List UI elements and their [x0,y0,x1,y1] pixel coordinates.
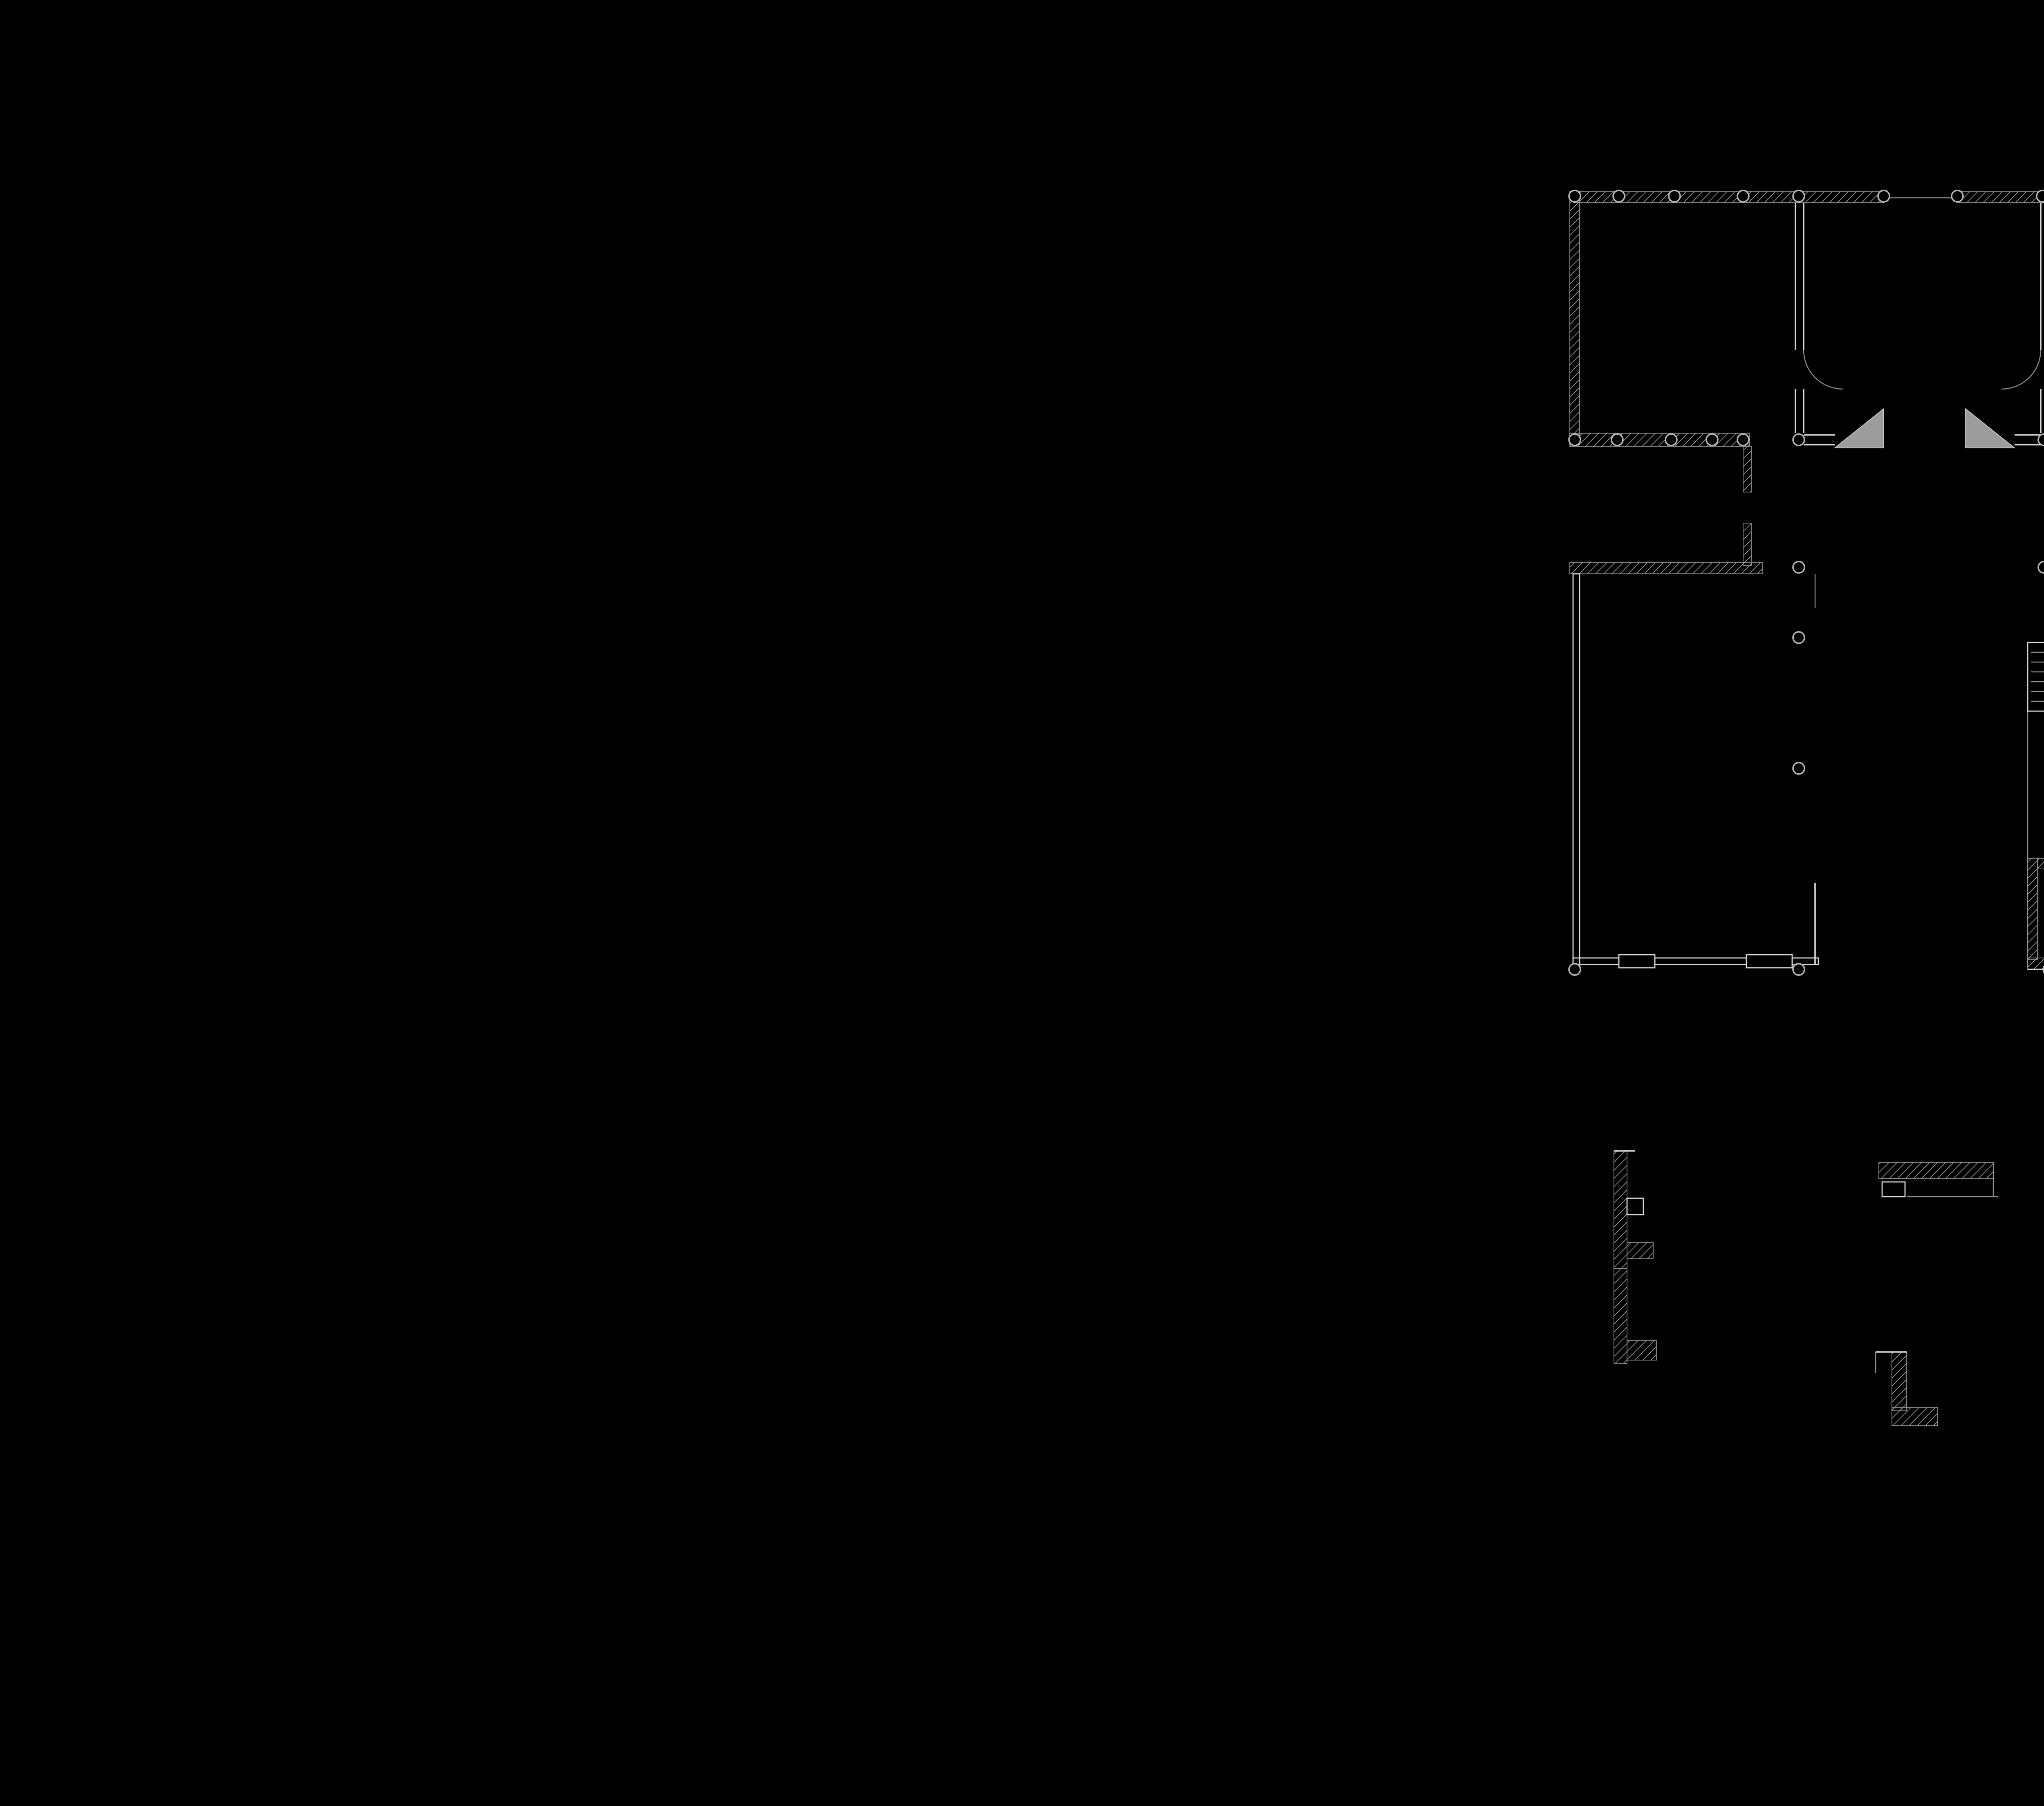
grid-bubbles [1568,190,2044,976]
wall-segment [1743,523,1752,566]
wall-fragment-d [1875,1351,1938,1426]
hatched-walls [1569,191,2044,970]
main-floor-plan [1568,190,2044,976]
wall-segment [1957,191,2044,203]
stair-shaft [2027,642,2044,712]
wall-segment [1569,562,1763,574]
wall-fragment-a [1614,1150,1657,1364]
wall-segment [2037,858,2044,868]
wall-fragment-b [1878,1162,1998,1197]
wall-segment [2027,858,2038,960]
wall-segment [1569,191,1580,445]
wall-segment [1569,433,1750,447]
stair-wedge-left [1833,408,1884,448]
door-threshold [1746,954,1793,969]
door-threshold [1618,954,1656,969]
stair-wedge-right [1965,408,2016,448]
wall-segment [1743,446,1752,492]
plan-fragments [1614,1150,1998,1426]
wall-lines [1795,197,2044,970]
left-room-outline [1572,573,1819,969]
